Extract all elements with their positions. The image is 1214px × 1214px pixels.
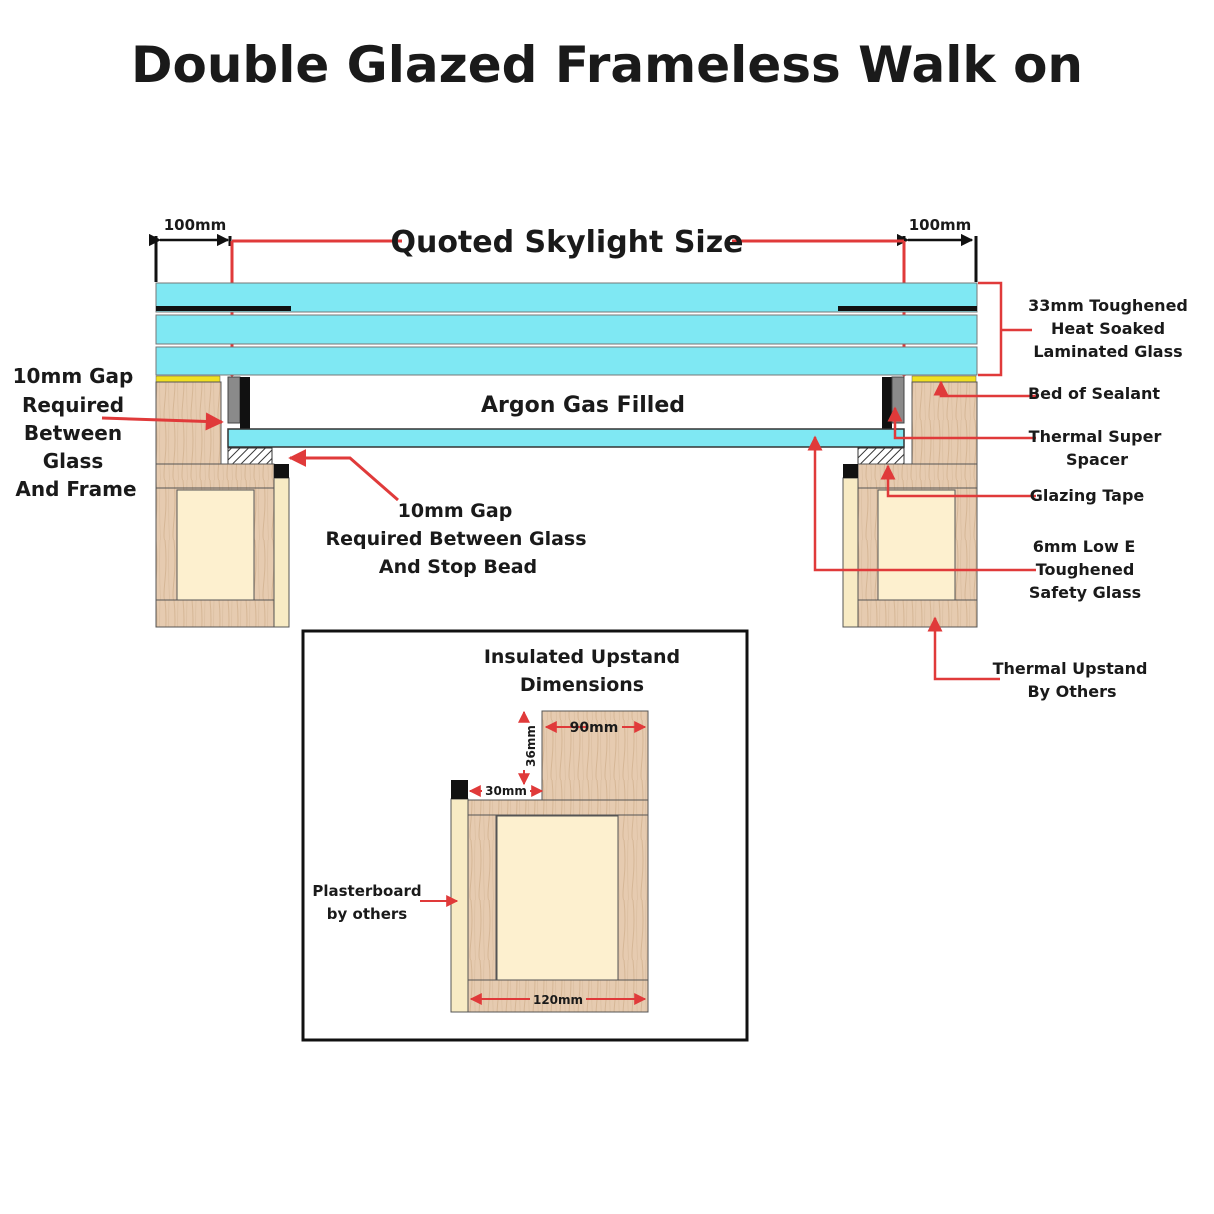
left-upstand xyxy=(155,381,290,628)
inset-stop-bead xyxy=(451,780,468,799)
frit-band-left xyxy=(156,306,291,311)
gap-stop-bead-arrow xyxy=(288,449,399,502)
upstand-line-1: Thermal Upstand xyxy=(993,659,1148,678)
lowe-leader xyxy=(807,435,1036,572)
gap-stop-line-2: Required Between Glass xyxy=(325,528,586,550)
spacer-line-1: Thermal Super xyxy=(1029,427,1162,446)
gap-frame-line-4: Glass xyxy=(43,449,104,473)
left-100mm-label: 100mm xyxy=(164,216,227,234)
upstand-leader xyxy=(927,616,1000,681)
gap-stop-line-1: 10mm Gap xyxy=(398,500,513,522)
lowe-line-1: 6mm Low E xyxy=(1033,537,1136,556)
sealant-left xyxy=(155,375,221,383)
inset-plasterboard xyxy=(450,798,469,1013)
right-100mm-label: 100mm xyxy=(909,216,972,234)
gap-frame-line-5: And Frame xyxy=(15,477,136,501)
dim-120-label: 120mm xyxy=(533,993,583,1007)
upstand-line-2: By Others xyxy=(1027,682,1116,701)
inset-title-line-1: Insulated Upstand xyxy=(484,646,680,668)
sealant-right xyxy=(911,375,977,383)
spacer-grey-left xyxy=(227,376,241,424)
right-insulation xyxy=(877,489,956,601)
right-plasterboard xyxy=(842,477,859,628)
laminated-line-1: 33mm Toughened xyxy=(1028,296,1188,315)
laminated-line-3: Laminated Glass xyxy=(1033,342,1182,361)
tape-leader xyxy=(880,464,1036,498)
laminated-bracket xyxy=(978,281,1003,377)
inset-upstand xyxy=(450,710,649,1013)
left-plasterboard xyxy=(273,477,290,628)
gap-frame-line-3: Between xyxy=(24,421,122,445)
left-stop-bead xyxy=(274,464,289,478)
spacer-line-2: Spacer xyxy=(1066,450,1128,469)
frit-band-right xyxy=(838,306,977,311)
page-title: Double Glazed Frameless Walk on xyxy=(131,36,1083,94)
inset-title-line-2: Dimensions xyxy=(520,674,644,696)
lowe-line-2: Toughened xyxy=(1036,560,1135,579)
dim-30-label: 30mm xyxy=(485,784,527,798)
plasterboard-line-2: by others xyxy=(327,905,407,923)
right-upstand-top-timber xyxy=(911,381,978,465)
glass-pane-middle xyxy=(155,314,978,345)
spacer-leader xyxy=(887,406,1036,440)
gap-stop-line-3: And Stop Bead xyxy=(379,556,537,578)
right-upstand xyxy=(842,381,978,628)
spacer-black-left xyxy=(240,377,250,429)
laminated-line-2: Heat Soaked xyxy=(1051,319,1165,338)
plasterboard-line-1: Plasterboard xyxy=(312,882,421,900)
inset-top-timber xyxy=(541,710,649,816)
spacer-black-right xyxy=(882,377,892,429)
quoted-skylight-size-label: Quoted Skylight Size xyxy=(390,225,743,260)
gap-frame-label: 10mm Gap Required Between Glass And Fram… xyxy=(13,364,137,501)
gap-frame-line-1: 10mm Gap xyxy=(13,364,134,388)
glazing-tape-right xyxy=(857,447,905,465)
gap-frame-line-2: Required xyxy=(22,393,124,417)
glass-pane-bottom xyxy=(155,346,978,376)
sealant-label: Bed of Sealant xyxy=(1028,384,1160,403)
gap-frame-arrow xyxy=(101,412,224,431)
lowe-line-3: Safety Glass xyxy=(1029,583,1141,602)
left-insulation xyxy=(176,489,255,601)
sealant-leader xyxy=(933,380,1036,398)
dim-90-label: 90mm xyxy=(570,720,619,736)
argon-gas-label: Argon Gas Filled xyxy=(481,393,685,418)
inset-step-timber xyxy=(468,800,542,815)
inset-insulation xyxy=(496,815,619,981)
dim-36-label: 36mm xyxy=(524,725,538,767)
low-e-glass-pane xyxy=(227,428,905,448)
right-stop-bead xyxy=(843,464,858,478)
glazing-tape-left xyxy=(227,447,273,465)
tape-label: Glazing Tape xyxy=(1030,486,1145,505)
